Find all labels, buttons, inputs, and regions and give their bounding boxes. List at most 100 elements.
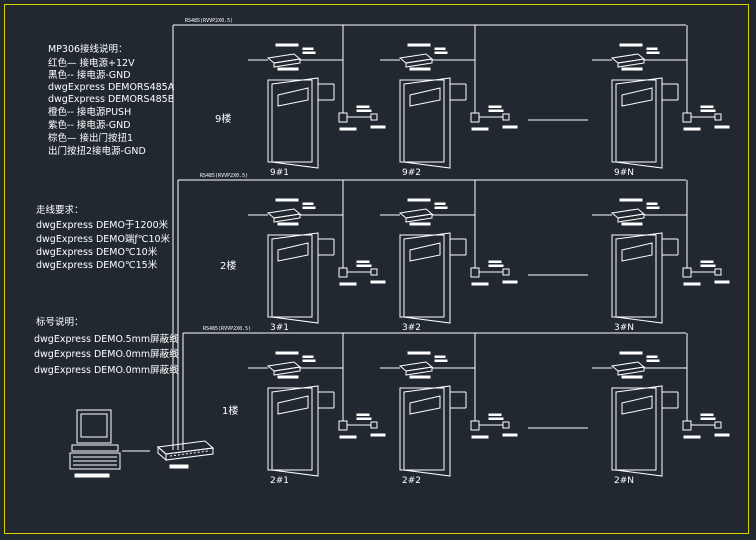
legend-cable-line: dwgExpress DEMO于1200米 [36,219,169,231]
door-window [277,395,309,415]
card-reader-icon [470,267,480,278]
floor-label: 2楼 [220,259,236,272]
door-window [621,242,653,262]
legend-wiring-line: 出门按扭2接电源-GND [48,145,146,157]
bus-label: RS485(RVVP2X0.5) [200,173,248,179]
card-reader-icon [338,112,348,123]
door-frame [399,79,445,163]
legend-marks-line: dwgExpress DEMO.5mm屏蔽线 [34,333,179,345]
door-frame [611,387,657,471]
legend-cable-line: dwgExpress DEMO℃10米 [36,246,158,258]
door-leaf [615,385,663,477]
exit-button-icon [714,268,722,276]
exit-button-icon [502,113,510,121]
legend-wiring-line: 棕色— 接出门按扭1 [48,132,133,144]
door-leaf [615,77,663,169]
card-reader-icon [682,420,692,431]
card-reader-icon [470,112,480,123]
door-leaf [403,232,451,324]
door-leaf [403,385,451,477]
legend-marks-line: dwgExpress DEMO.0mm屏蔽线 [34,364,179,376]
door-leaf [271,232,319,324]
door-leaf [615,232,663,324]
legend-wiring-line: dwgExpress DEMORS485B [48,94,174,105]
door-leaf [271,77,319,169]
exit-button-icon [714,113,722,121]
door-unit [380,25,518,169]
door-frame [399,234,445,318]
exit-button-icon [714,421,722,429]
legend-cable-title: 走线要求： [36,204,84,216]
door-frame [267,387,313,471]
door-window [409,242,441,262]
legend-marks: 标号说明： dwgExpress DEMO.5mm屏蔽线 dwgExpress … [34,316,179,376]
door-label: 9#2 [402,168,421,178]
computer-icon [69,409,121,478]
door-leaf [271,385,319,477]
door-window [621,87,653,107]
door-label: 3#2 [402,323,421,333]
door-window [621,395,653,415]
door-label: 3#N [614,323,634,333]
door-window [409,87,441,107]
legend-marks-title: 标号说明： [36,316,84,328]
card-reader-icon [338,267,348,278]
floor-label: 9楼 [215,112,231,125]
door-label: 2#1 [270,476,289,486]
door-label: 3#1 [270,323,289,333]
floor-group: RS485(RVVP2X0.5) 2楼 3#1 3#2 3#N [178,173,730,333]
legend-wiring-line: 黑色-- 接电源-GND [48,69,131,81]
door-frame [267,79,313,163]
door-leaf [403,77,451,169]
legend-cable-line: dwgExpress DEMO℃15米 [36,259,158,271]
card-reader-icon [338,420,348,431]
door-frame [399,387,445,471]
card-reader-icon [470,420,480,431]
legend-wiring-title: MP306接线说明： [48,43,128,55]
door-frame [267,234,313,318]
legend-wiring-line: dwgExpress DEMORS485A [48,82,175,93]
door-label: 9#N [614,168,634,178]
door-label: 2#N [614,476,634,486]
exit-button-icon [370,421,378,429]
door-unit [592,180,730,324]
bus-label: RS485(RVVP2X0.5) [203,326,251,332]
bus-label: RS485(RVVP2X0.5) [185,18,233,24]
card-reader-icon [682,267,692,278]
door-unit [380,333,518,477]
exit-button-icon [370,268,378,276]
converter-icon [156,440,215,469]
door-label: 9#1 [270,168,289,178]
door-unit [592,333,730,477]
legend-wiring-line: 橙色-- 接电源PUSH [48,106,131,118]
door-unit [592,25,730,169]
floor-group: RS485(RVVP2X0.5) 9楼 9#1 9#2 9#N [173,18,730,178]
legend-wiring-line: 紫色-- 接电源-GND [48,119,131,131]
door-frame [611,79,657,163]
door-window [277,87,309,107]
legend-wiring: MP306接线说明： 红色— 接电源+12V 黑色-- 接电源-GND dwgE… [48,43,175,157]
door-unit [380,180,518,324]
door-unit [248,180,386,324]
exit-button-icon [502,268,510,276]
door-label: 2#2 [402,476,421,486]
exit-button-icon [502,421,510,429]
exit-button-icon [370,113,378,121]
door-window [277,242,309,262]
drawing-border [4,4,749,534]
floor-label: 1楼 [222,404,238,417]
trunk-wiring [122,25,184,452]
door-unit [248,333,386,477]
legend-wiring-line: 红色— 接电源+12V [48,57,135,69]
door-frame [611,234,657,318]
floor-group: RS485(RVVP2X0.5) 1楼 2#1 2#2 2#N [183,326,730,486]
legend-cable-line: dwgExpress DEMO端ƒ℃10米 [36,233,171,245]
door-window [409,395,441,415]
door-unit [248,25,386,169]
card-reader-icon [682,112,692,123]
legend-cable: 走线要求： dwgExpress DEMO于1200米 dwgExpress D… [36,204,171,271]
legend-marks-line: dwgExpress DEMO.0mm屏蔽线 [34,348,179,360]
